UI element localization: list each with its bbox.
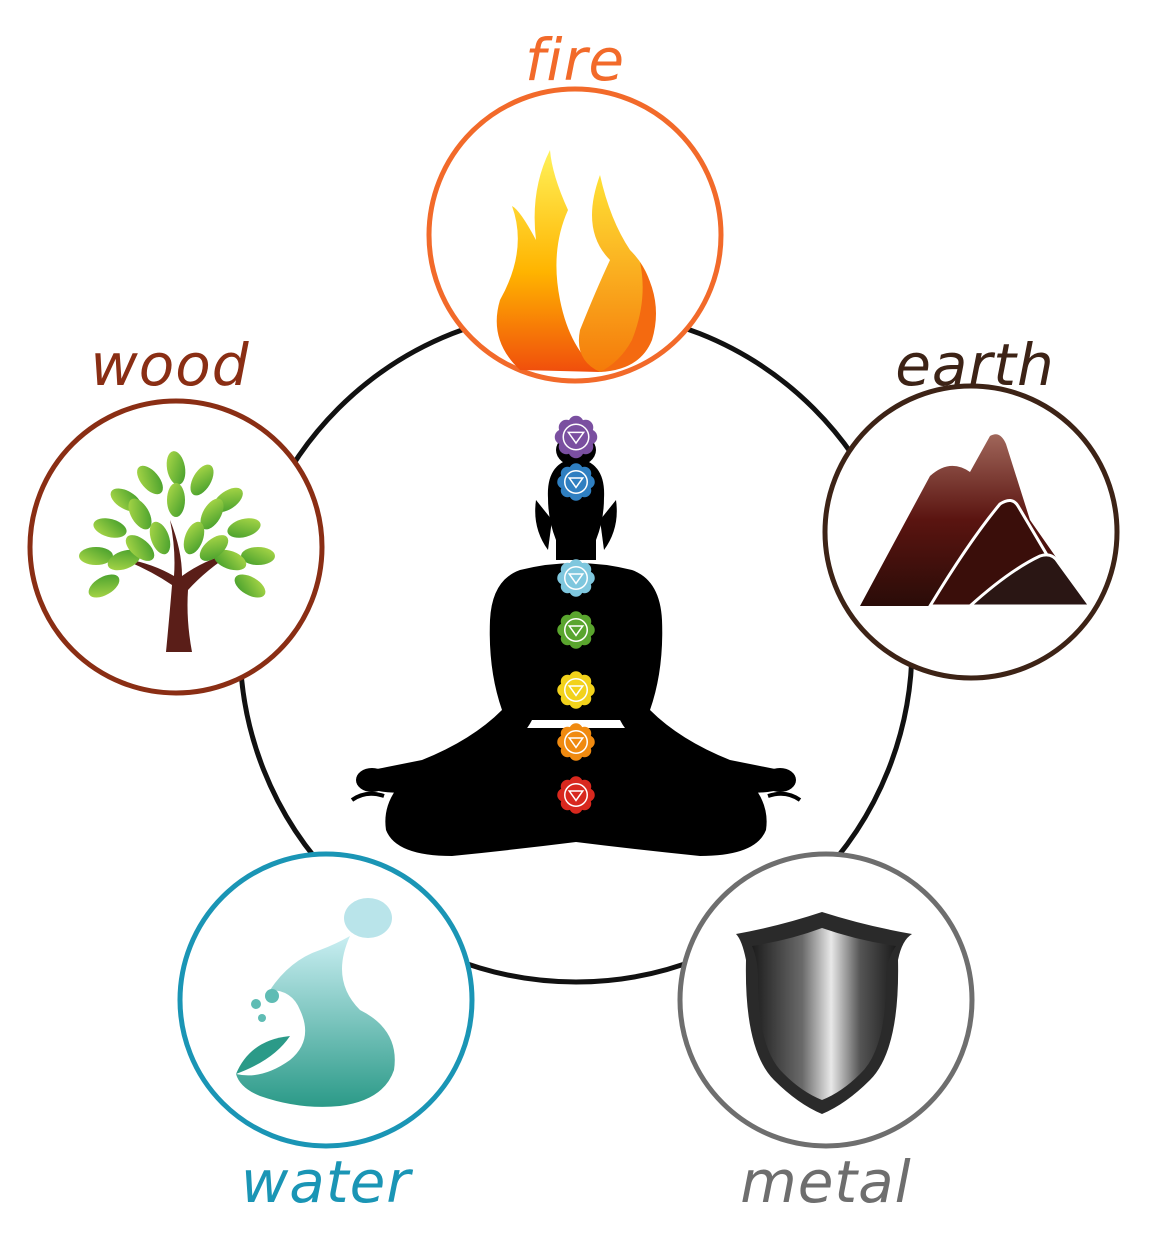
fire-circle (426, 86, 724, 384)
earth-element: earth (822, 331, 1120, 681)
wave-icon (236, 898, 395, 1107)
fire-element: fire (426, 26, 724, 384)
heart-chakra-icon (557, 611, 595, 649)
leaf (128, 498, 152, 530)
leaf (149, 521, 171, 555)
leaf (200, 498, 224, 530)
water-element: water (177, 851, 475, 1216)
mountain-icon (860, 434, 1093, 608)
leaf-cluster (79, 451, 275, 598)
shield-icon (736, 912, 912, 1114)
solar-plexus-chakra-icon (557, 671, 595, 709)
leaf (241, 547, 275, 565)
third-eye-chakra-icon (557, 463, 595, 501)
leaf (190, 464, 214, 496)
metal-label: metal (740, 1148, 912, 1216)
water-label: water (241, 1148, 413, 1216)
sacral-chakra-icon (557, 723, 595, 761)
chakra-column (554, 415, 598, 814)
leaf (88, 574, 120, 598)
earth-label: earth (895, 331, 1055, 399)
leaf (199, 535, 229, 561)
crown-chakra-icon (554, 415, 598, 459)
leaf (137, 465, 163, 495)
leaf (166, 451, 186, 485)
leaf (107, 549, 141, 571)
leaf (227, 518, 261, 538)
leaf (183, 521, 205, 555)
fire-label: fire (525, 26, 625, 94)
leaf (79, 547, 113, 565)
tree-icon (79, 451, 275, 652)
leaf (234, 574, 266, 598)
root-chakra-icon (557, 776, 595, 814)
leaf (213, 549, 247, 571)
leaf (93, 518, 127, 538)
wood-element: wood (27, 331, 325, 696)
throat-chakra-icon (557, 559, 595, 597)
flame-icon (496, 150, 656, 372)
leaf (125, 535, 155, 561)
metal-element: metal (677, 851, 975, 1216)
leaf (167, 483, 185, 517)
wood-label: wood (90, 331, 249, 399)
